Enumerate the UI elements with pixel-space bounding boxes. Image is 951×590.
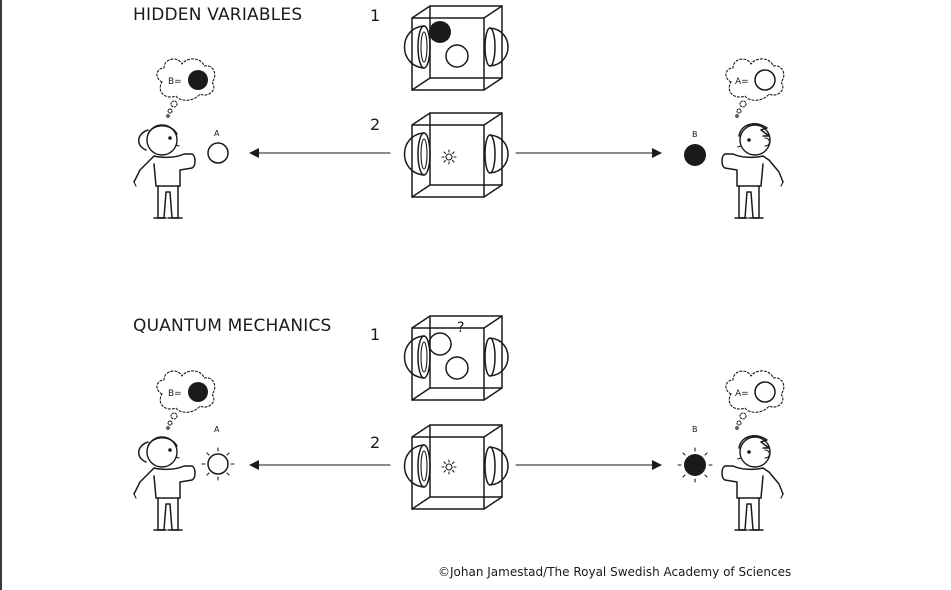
thought-right-text: A= bbox=[735, 389, 749, 399]
arrow-left bbox=[249, 148, 391, 158]
white-ball bbox=[445, 44, 469, 68]
person-left bbox=[133, 436, 196, 531]
emission-spark-icon bbox=[441, 149, 457, 165]
step-1-label: 1 bbox=[370, 325, 380, 344]
source-box-step-1 bbox=[403, 5, 509, 91]
thought-bubble-left bbox=[156, 370, 216, 430]
ball-b-label: B bbox=[692, 130, 698, 139]
ball-b-black bbox=[684, 144, 706, 166]
thought-bubble-right bbox=[725, 370, 785, 430]
thought-left-text: B= bbox=[168, 77, 182, 87]
black-ball bbox=[429, 21, 451, 43]
thought-ball-white bbox=[754, 69, 776, 91]
source-box-step-2 bbox=[403, 112, 509, 198]
hatched-ball bbox=[445, 356, 469, 380]
ball-a-label: A bbox=[214, 129, 220, 138]
person-right bbox=[721, 435, 784, 531]
ball-a-white bbox=[207, 142, 229, 164]
source-box-step-2 bbox=[403, 424, 509, 510]
question-mark: ? bbox=[457, 320, 464, 336]
arrow-right bbox=[515, 460, 662, 470]
hatched-ball bbox=[428, 332, 452, 356]
ball-a-label: A bbox=[214, 425, 220, 434]
ball-b-measured-black bbox=[677, 447, 713, 483]
person-left bbox=[133, 124, 196, 219]
source-box-step-1: ? bbox=[403, 315, 509, 401]
thought-ball-black bbox=[188, 382, 208, 402]
thought-bubble-left bbox=[156, 58, 216, 118]
emission-spark-icon bbox=[441, 459, 457, 475]
thought-ball-black bbox=[188, 70, 208, 90]
step-1-label: 1 bbox=[370, 6, 380, 25]
arrow-right bbox=[515, 148, 662, 158]
thought-left-text: B= bbox=[168, 389, 182, 399]
left-border-rule bbox=[0, 0, 2, 590]
thought-ball-white bbox=[754, 381, 776, 403]
step-2-label: 2 bbox=[370, 433, 380, 452]
thought-bubble-right bbox=[725, 58, 785, 118]
person-right bbox=[721, 123, 784, 219]
ball-b-label: B bbox=[692, 425, 698, 434]
ball-a-measured-white bbox=[201, 447, 235, 481]
section-title-hidden-variables: HIDDEN VARIABLES bbox=[133, 5, 302, 25]
arrow-left bbox=[249, 460, 391, 470]
section-title-quantum-mechanics: QUANTUM MECHANICS bbox=[133, 316, 332, 336]
image-credit: ©Johan Jamestad/The Royal Swedish Academ… bbox=[438, 565, 792, 579]
thought-right-text: A= bbox=[735, 77, 749, 87]
step-2-label: 2 bbox=[370, 115, 380, 134]
